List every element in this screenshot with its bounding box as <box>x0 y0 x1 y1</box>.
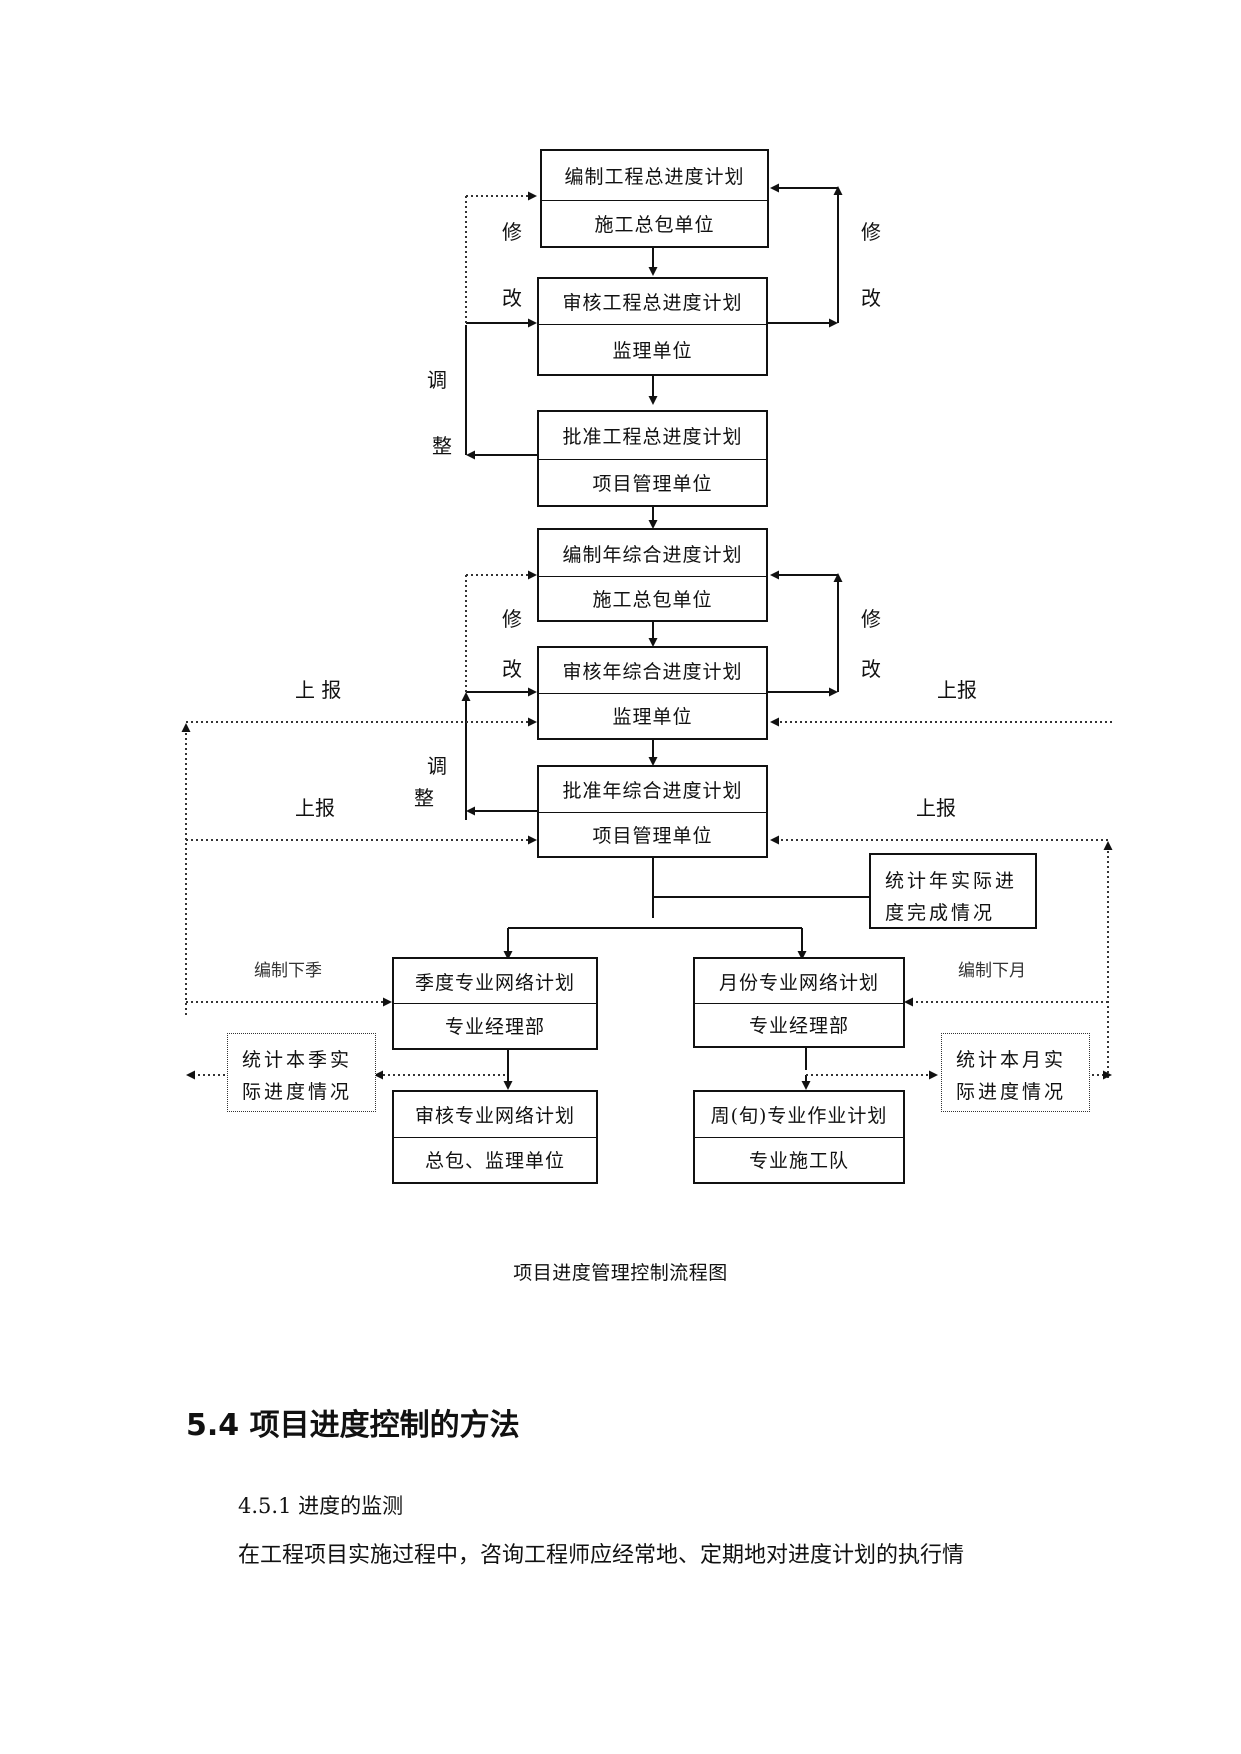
box-divider <box>539 812 766 813</box>
box-subtitle: 专业经理部 <box>444 1016 545 1038</box>
box-divider <box>394 1137 596 1138</box>
note-text: 统计本月实际进度情况 <box>956 1049 1067 1103</box>
box-divider <box>695 1137 903 1138</box>
note-text: 统计本季实际进度情况 <box>242 1049 353 1103</box>
box-title: 批准工程总进度计划 <box>562 426 743 448</box>
flow-box-monthly-network-plan: 月份专业网络计划 专业经理部 <box>693 957 905 1048</box>
box-subtitle: 总包、监理单位 <box>424 1150 565 1172</box>
box-subtitle: 施工总包单位 <box>594 213 715 236</box>
box-divider <box>394 1003 596 1004</box>
label-revise-2d: 改 <box>861 657 881 681</box>
section-heading: 5.4 项目进度控制的方法 <box>186 1408 520 1443</box>
flow-box-weekly-work-plan: 周(旬)专业作业计划 专业施工队 <box>693 1090 905 1184</box>
box-subtitle: 监理单位 <box>612 339 693 362</box>
box-subtitle: 项目管理单位 <box>592 824 713 847</box>
label-adjust-2b: 整 <box>414 786 434 810</box>
note-quarter-progress-stats: 统计本季实际进度情况 <box>227 1033 376 1112</box>
label-report-right-2: 上报 <box>916 796 956 820</box>
label-revise-1b: 改 <box>502 286 522 310</box>
flow-box-quarterly-network-plan: 季度专业网络计划 专业经理部 <box>392 957 598 1050</box>
label-revise-1d: 改 <box>861 286 881 310</box>
box-title: 审核工程总进度计划 <box>562 292 743 314</box>
label-adjust-1b: 整 <box>432 434 452 458</box>
flow-box-review-master-plan: 审核工程总进度计划 监理单位 <box>537 277 768 376</box>
box-divider <box>539 693 766 694</box>
box-subtitle: 监理单位 <box>612 706 693 728</box>
flow-box-compile-master-plan: 编制工程总进度计划 施工总包单位 <box>540 149 769 248</box>
note-annual-progress-stats: 统计年实际进度完成情况 <box>869 853 1037 929</box>
flow-box-approve-annual-plan: 批准年综合进度计划 项目管理单位 <box>537 765 768 858</box>
label-report-right-1: 上报 <box>937 678 977 702</box>
flow-box-compile-annual-plan: 编制年综合进度计划 施工总包单位 <box>537 528 768 622</box>
box-title: 批准年综合进度计划 <box>562 780 743 802</box>
label-revise-1a: 修 <box>502 220 522 244</box>
box-title: 周(旬)专业作业计划 <box>710 1105 888 1127</box>
label-adjust-1a: 调 <box>427 368 447 392</box>
label-revise-2c: 修 <box>861 607 881 631</box>
box-divider <box>539 576 766 577</box>
note-month-progress-stats: 统计本月实际进度情况 <box>941 1033 1090 1112</box>
label-compile-next-quarter: 编制下季 <box>254 961 322 981</box>
label-revise-2b: 改 <box>502 657 522 681</box>
label-revise-2a: 修 <box>502 607 522 631</box>
label-report-left-1: 上 报 <box>295 678 342 702</box>
body-paragraph: 在工程项目实施过程中，咨询工程师应经常地、定期地对进度计划的执行情 <box>238 1543 965 1568</box>
box-subtitle: 施工总包单位 <box>592 588 713 611</box>
box-divider <box>542 200 767 201</box>
subsection-heading: 4.5.1 进度的监测 <box>238 1494 404 1518</box>
note-text: 统计年实际进度完成情况 <box>885 870 1018 924</box>
box-title: 月份专业网络计划 <box>718 971 879 994</box>
flow-box-approve-master-plan: 批准工程总进度计划 项目管理单位 <box>537 410 768 507</box>
box-divider <box>539 459 766 460</box>
box-title: 审核专业网络计划 <box>414 1105 575 1127</box>
label-adjust-2a: 调 <box>427 754 447 778</box>
label-report-left-2: 上报 <box>295 796 335 820</box>
figure-caption: 项目进度管理控制流程图 <box>513 1262 728 1284</box>
box-title: 编制年综合进度计划 <box>562 543 743 566</box>
box-title: 编制工程总进度计划 <box>564 166 745 188</box>
box-subtitle: 专业施工队 <box>748 1150 849 1172</box>
box-divider <box>695 1003 903 1004</box>
box-subtitle: 专业经理部 <box>748 1015 849 1037</box>
box-title: 季度专业网络计划 <box>414 971 575 994</box>
box-divider <box>539 324 766 325</box>
label-compile-next-month: 编制下月 <box>958 961 1026 981</box>
flow-box-review-annual-plan: 审核年综合进度计划 监理单位 <box>537 646 768 740</box>
box-subtitle: 项目管理单位 <box>592 472 713 495</box>
box-title: 审核年综合进度计划 <box>562 661 743 683</box>
label-revise-1c: 修 <box>861 220 881 244</box>
flow-box-review-network-plan: 审核专业网络计划 总包、监理单位 <box>392 1090 598 1184</box>
